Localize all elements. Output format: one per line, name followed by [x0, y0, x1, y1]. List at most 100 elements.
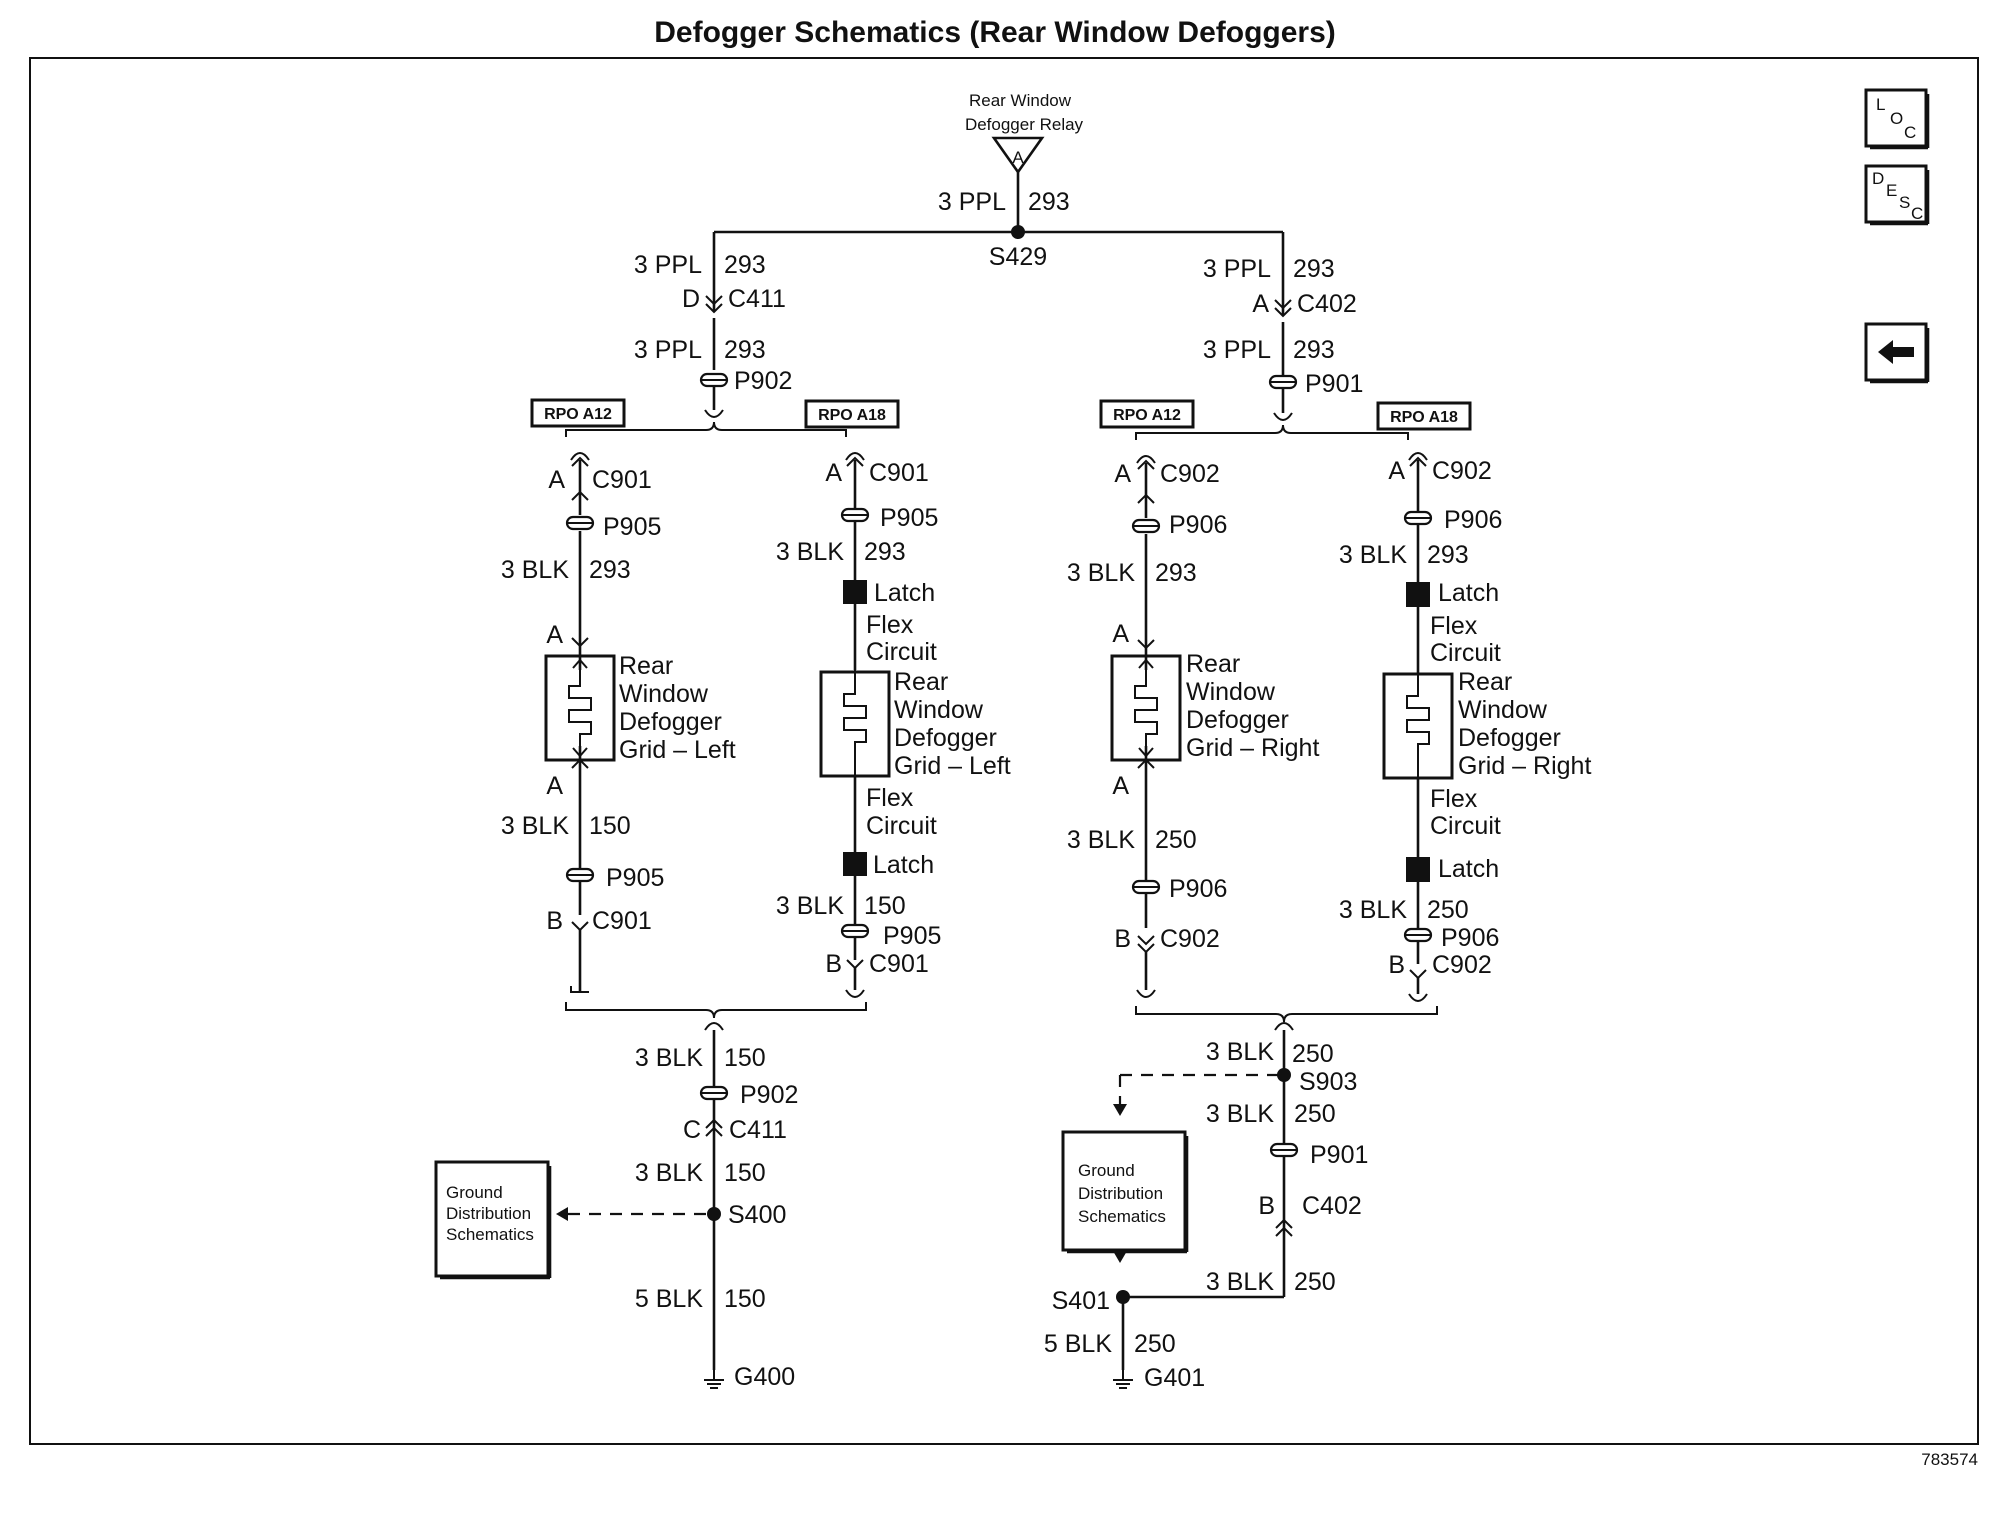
- svg-text:C402: C402: [1302, 1192, 1362, 1220]
- svg-text:Rear: Rear: [894, 668, 948, 696]
- svg-text:Distribution: Distribution: [446, 1204, 531, 1223]
- svg-text:3 BLK: 3 BLK: [1067, 559, 1135, 587]
- svg-text:Grid – Right: Grid – Right: [1458, 752, 1591, 780]
- svg-text:S400: S400: [728, 1201, 786, 1229]
- svg-text:P905: P905: [883, 922, 941, 950]
- right-a18-labels: A C902 P906 3 BLK 293 Latch Flex Circuit…: [1339, 457, 1592, 979]
- svg-text:Flex: Flex: [1430, 785, 1478, 813]
- svg-text:5 BLK: 5 BLK: [635, 1285, 703, 1313]
- svg-text:3 BLK: 3 BLK: [635, 1159, 703, 1187]
- svg-text:B: B: [1114, 925, 1131, 953]
- back-arrow-button[interactable]: [1864, 322, 1930, 384]
- svg-text:3 PPL: 3 PPL: [1203, 336, 1271, 364]
- svg-text:3 PPL: 3 PPL: [938, 188, 1006, 216]
- svg-text:C901: C901: [592, 907, 652, 935]
- ground-icon: [1112, 1369, 1134, 1389]
- wires: [578, 170, 1420, 1370]
- svg-text:C: C: [683, 1116, 701, 1144]
- latch-blocks: [843, 580, 1430, 882]
- svg-text:3 BLK: 3 BLK: [1206, 1038, 1274, 1066]
- svg-text:Latch: Latch: [873, 851, 934, 879]
- svg-text:293: 293: [1293, 336, 1335, 364]
- svg-text:293: 293: [1293, 255, 1335, 283]
- svg-text:C902: C902: [1160, 460, 1220, 488]
- svg-text:A: A: [1012, 148, 1024, 167]
- svg-text:C402: C402: [1297, 290, 1357, 318]
- svg-text:Latch: Latch: [874, 579, 935, 607]
- right-a12-labels: A C902 P906 3 BLK 293 A Rear Window Defo…: [1067, 460, 1320, 953]
- loc-button[interactable]: L O C: [1864, 88, 1930, 150]
- svg-text:Window: Window: [1186, 678, 1276, 706]
- svg-text:Defogger: Defogger: [619, 708, 722, 736]
- svg-text:293: 293: [589, 556, 631, 584]
- svg-text:150: 150: [724, 1159, 766, 1187]
- svg-text:A: A: [1112, 772, 1129, 800]
- desc-button[interactable]: D E S C: [1864, 164, 1930, 226]
- svg-text:3 BLK: 3 BLK: [776, 538, 844, 566]
- svg-text:D: D: [1872, 169, 1884, 188]
- svg-text:150: 150: [724, 1044, 766, 1072]
- svg-text:Circuit: Circuit: [866, 638, 937, 666]
- right-trunk-labels: 3 PPL 293 A C402 3 PPL 293 P901: [1203, 255, 1364, 398]
- option-braces: [565, 421, 1438, 1023]
- svg-text:C902: C902: [1160, 925, 1220, 953]
- svg-text:C411: C411: [729, 1116, 787, 1144]
- svg-text:B: B: [1258, 1192, 1275, 1220]
- left-a12-labels: A C901 P905 3 BLK 293 A Rear Window Defo…: [501, 466, 736, 935]
- defogger-grid-left-a18: [819, 670, 891, 778]
- svg-text:293: 293: [864, 538, 906, 566]
- svg-text:A: A: [1114, 460, 1131, 488]
- svg-text:150: 150: [724, 1285, 766, 1313]
- svg-text:C411: C411: [728, 285, 786, 313]
- svg-text:293: 293: [724, 336, 766, 364]
- svg-text:Circuit: Circuit: [866, 812, 937, 840]
- svg-text:G401: G401: [1144, 1364, 1205, 1392]
- svg-text:B: B: [825, 950, 842, 978]
- figure-id: 783574: [1921, 1450, 1978, 1469]
- ground-icon: [703, 1369, 725, 1389]
- svg-text:Defogger: Defogger: [894, 724, 997, 752]
- svg-text:3 PPL: 3 PPL: [634, 336, 702, 364]
- defogger-grid-right-a18: [1382, 672, 1454, 780]
- svg-text:C901: C901: [592, 466, 652, 494]
- left-trunk-labels: 3 PPL 293 D C411 3 PPL 293 P902: [634, 251, 793, 395]
- relay-terminal: [991, 136, 1045, 175]
- splice-s429-dot: [1011, 225, 1025, 239]
- svg-text:293: 293: [724, 251, 766, 279]
- svg-text:RPO A12: RPO A12: [1113, 407, 1181, 424]
- svg-text:3 BLK: 3 BLK: [1339, 541, 1407, 569]
- svg-text:293: 293: [1028, 188, 1070, 216]
- svg-text:P905: P905: [603, 513, 661, 541]
- svg-text:3 BLK: 3 BLK: [501, 812, 569, 840]
- svg-text:3 BLK: 3 BLK: [1206, 1100, 1274, 1128]
- svg-text:L: L: [1876, 95, 1885, 114]
- left-lower-labels: 3 BLK 150 P902 C C411 3 BLK 150 S400 5 B…: [635, 1044, 799, 1391]
- svg-text:3 BLK: 3 BLK: [501, 556, 569, 584]
- svg-text:S429: S429: [989, 243, 1047, 271]
- svg-text:3 BLK: 3 BLK: [1339, 896, 1407, 924]
- svg-text:B: B: [546, 907, 563, 935]
- svg-text:Grid – Left: Grid – Left: [619, 736, 736, 764]
- svg-text:Rear: Rear: [1458, 668, 1512, 696]
- ground-distribution-box-right[interactable]: Ground Distribution Schematics: [1061, 1130, 1189, 1254]
- right-lower-labels: 3 BLK 250 S903 3 BLK 250 P901 B C402 3 B…: [1044, 1038, 1369, 1392]
- svg-text:C902: C902: [1432, 457, 1492, 485]
- svg-text:B: B: [1388, 951, 1405, 979]
- svg-text:O: O: [1890, 109, 1903, 128]
- svg-text:Ground: Ground: [446, 1183, 503, 1202]
- defogger-grid-left-a12: [544, 650, 616, 762]
- svg-text:C: C: [1904, 123, 1916, 142]
- svg-text:Defogger: Defogger: [1458, 724, 1561, 752]
- svg-text:3 BLK: 3 BLK: [1206, 1268, 1274, 1296]
- svg-text:Latch: Latch: [1438, 855, 1499, 883]
- svg-text:P902: P902: [740, 1081, 798, 1109]
- svg-text:S903: S903: [1299, 1068, 1357, 1096]
- svg-text:250: 250: [1294, 1100, 1336, 1128]
- ground-distribution-box-left[interactable]: Ground Distribution Schematics: [434, 1160, 552, 1280]
- svg-text:RPO A12: RPO A12: [544, 406, 612, 423]
- svg-text:A: A: [548, 466, 565, 494]
- svg-text:250: 250: [1134, 1330, 1176, 1358]
- svg-text:3 BLK: 3 BLK: [635, 1044, 703, 1072]
- svg-text:A: A: [1388, 457, 1405, 485]
- svg-text:Defogger Relay: Defogger Relay: [965, 115, 1084, 134]
